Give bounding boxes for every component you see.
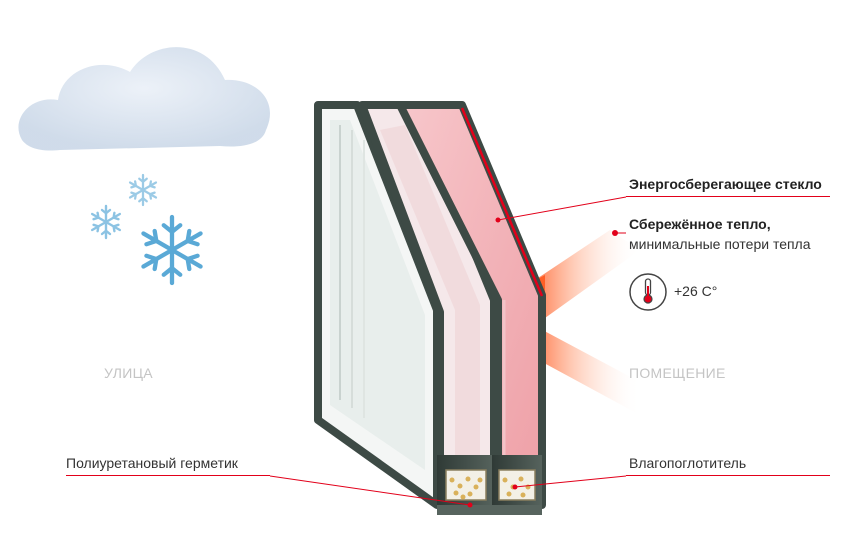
snowflake-icon-large [143,217,200,283]
snowflake-icon-small [128,173,158,207]
snowflake-icon-medium [90,204,122,240]
outside-zone-label: УЛИЦА [104,365,153,381]
callout-dots [467,217,618,508]
temperature-label: +26 C° [674,283,718,299]
sealant-underline [66,475,270,476]
energy-glass-label: Энергосберегающее стекло [629,176,822,192]
cloud-icon [18,47,270,151]
window-unit [314,101,546,515]
desiccant-underline [626,475,830,476]
saved-warmth-subtitle: минимальные потери тепла [629,236,811,252]
energy-glass-underline [626,196,830,197]
desiccant-label: Влагопоглотитель [629,455,747,471]
thermometer-icon [629,273,667,311]
inside-zone-label: ПОМЕЩЕНИЕ [629,365,726,381]
callout-lines [269,196,627,506]
sealant-label: Полиуретановый герметик [66,455,238,471]
saved-warmth-title: Сбережённое тепло, [629,216,771,232]
